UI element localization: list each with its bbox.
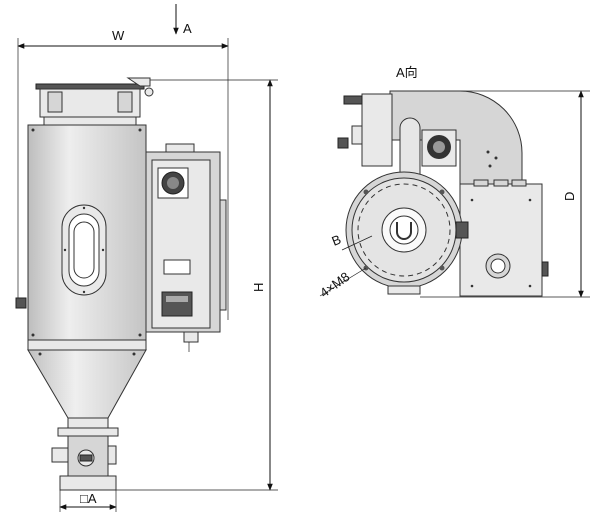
width-label: W (112, 28, 125, 43)
outlet-label: □A (80, 491, 97, 506)
bolts-callout: 4×M8 (317, 267, 367, 300)
bolts-label: 4×M8 (317, 269, 352, 300)
view-a-title: A向 (396, 65, 418, 80)
width-dimension: W (17, 28, 229, 320)
height-label: H (251, 283, 266, 292)
outlet-dimension: □A (59, 490, 117, 512)
view-a-arrow: A (173, 4, 192, 36)
front-view: W A H (15, 4, 278, 512)
discharge-valve (51, 427, 119, 491)
heater-box-top (459, 179, 549, 297)
arrow-a-label: A (183, 21, 192, 36)
top-view: A向 D (317, 65, 590, 300)
diameter-b-label: B (330, 232, 344, 249)
height-dimension: H (105, 79, 278, 491)
depth-dimension: D (420, 90, 590, 298)
heater-box (145, 143, 227, 352)
hopper-top (345, 171, 469, 295)
hopper-cone (27, 339, 147, 431)
depth-label: D (562, 192, 577, 201)
hopper-lid (35, 77, 154, 126)
hopper-body (15, 124, 147, 341)
blower-box (337, 93, 457, 175)
